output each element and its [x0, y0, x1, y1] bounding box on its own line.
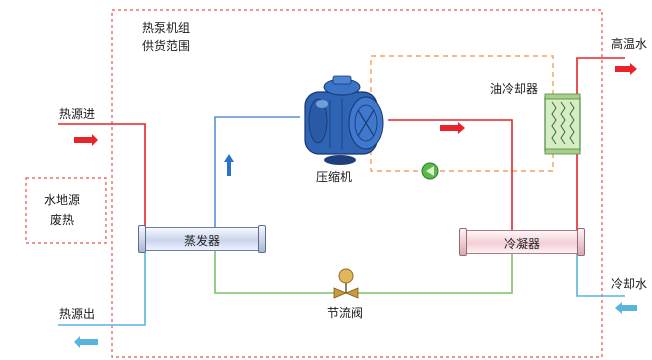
suction-line: [214, 116, 300, 228]
compressor-label: 压缩机: [316, 170, 353, 184]
evaporator-end-cap-left: [138, 225, 146, 253]
oil-cooler-label: 油冷却器: [490, 82, 539, 96]
evaporator-end-cap-right: [258, 225, 266, 253]
supply-scope-title-line2: 供货范围: [142, 39, 191, 53]
discharge-line: [388, 119, 513, 232]
heat-source-in-label: 热源进: [59, 107, 96, 121]
expansion-valve-label: 节流阀: [327, 306, 364, 320]
evaporator-label: 蒸发器: [183, 234, 220, 248]
suction-arrow: [224, 154, 234, 176]
hot-water-out-line: [576, 57, 625, 232]
cooling-water-in-label: 冷却水: [611, 277, 648, 291]
cooling-water-in-arrow: [615, 302, 637, 314]
supply-scope-title-line1: 热泵机组: [142, 21, 191, 35]
heat-source-in-line: [58, 123, 146, 228]
cooling-water-in-line: [576, 252, 625, 297]
condenser-label: 冷凝器: [503, 237, 540, 251]
compressor-icon: [304, 75, 384, 165]
oil-cooler-icon: [544, 93, 581, 155]
condenser-end-cap-right: [577, 228, 585, 256]
hot-water-out-arrow: [615, 63, 637, 75]
oil-pump-icon: [421, 162, 439, 180]
evaporator: 蒸发器: [138, 225, 266, 253]
heat-source-out-arrow: [74, 336, 98, 348]
supply-scope-border: [111, 9, 603, 358]
waste-heat-box: [25, 177, 107, 244]
condenser: 冷凝器: [459, 228, 585, 256]
condenser-end-cap-left: [459, 228, 467, 256]
heat-source-in-arrow: [74, 134, 98, 146]
waste-heat-label-line1: 水地源: [44, 193, 81, 207]
discharge-arrow: [440, 122, 465, 134]
liquid-line: [214, 248, 513, 294]
heat-source-out-line: [58, 248, 146, 326]
hot-water-out-label: 高温水: [611, 37, 648, 51]
waste-heat-label-line2: 废热: [50, 213, 75, 227]
heat-source-out-label: 热源出: [59, 307, 96, 321]
expansion-valve-icon: [333, 268, 359, 299]
oil-cooler-loop: [370, 55, 554, 172]
